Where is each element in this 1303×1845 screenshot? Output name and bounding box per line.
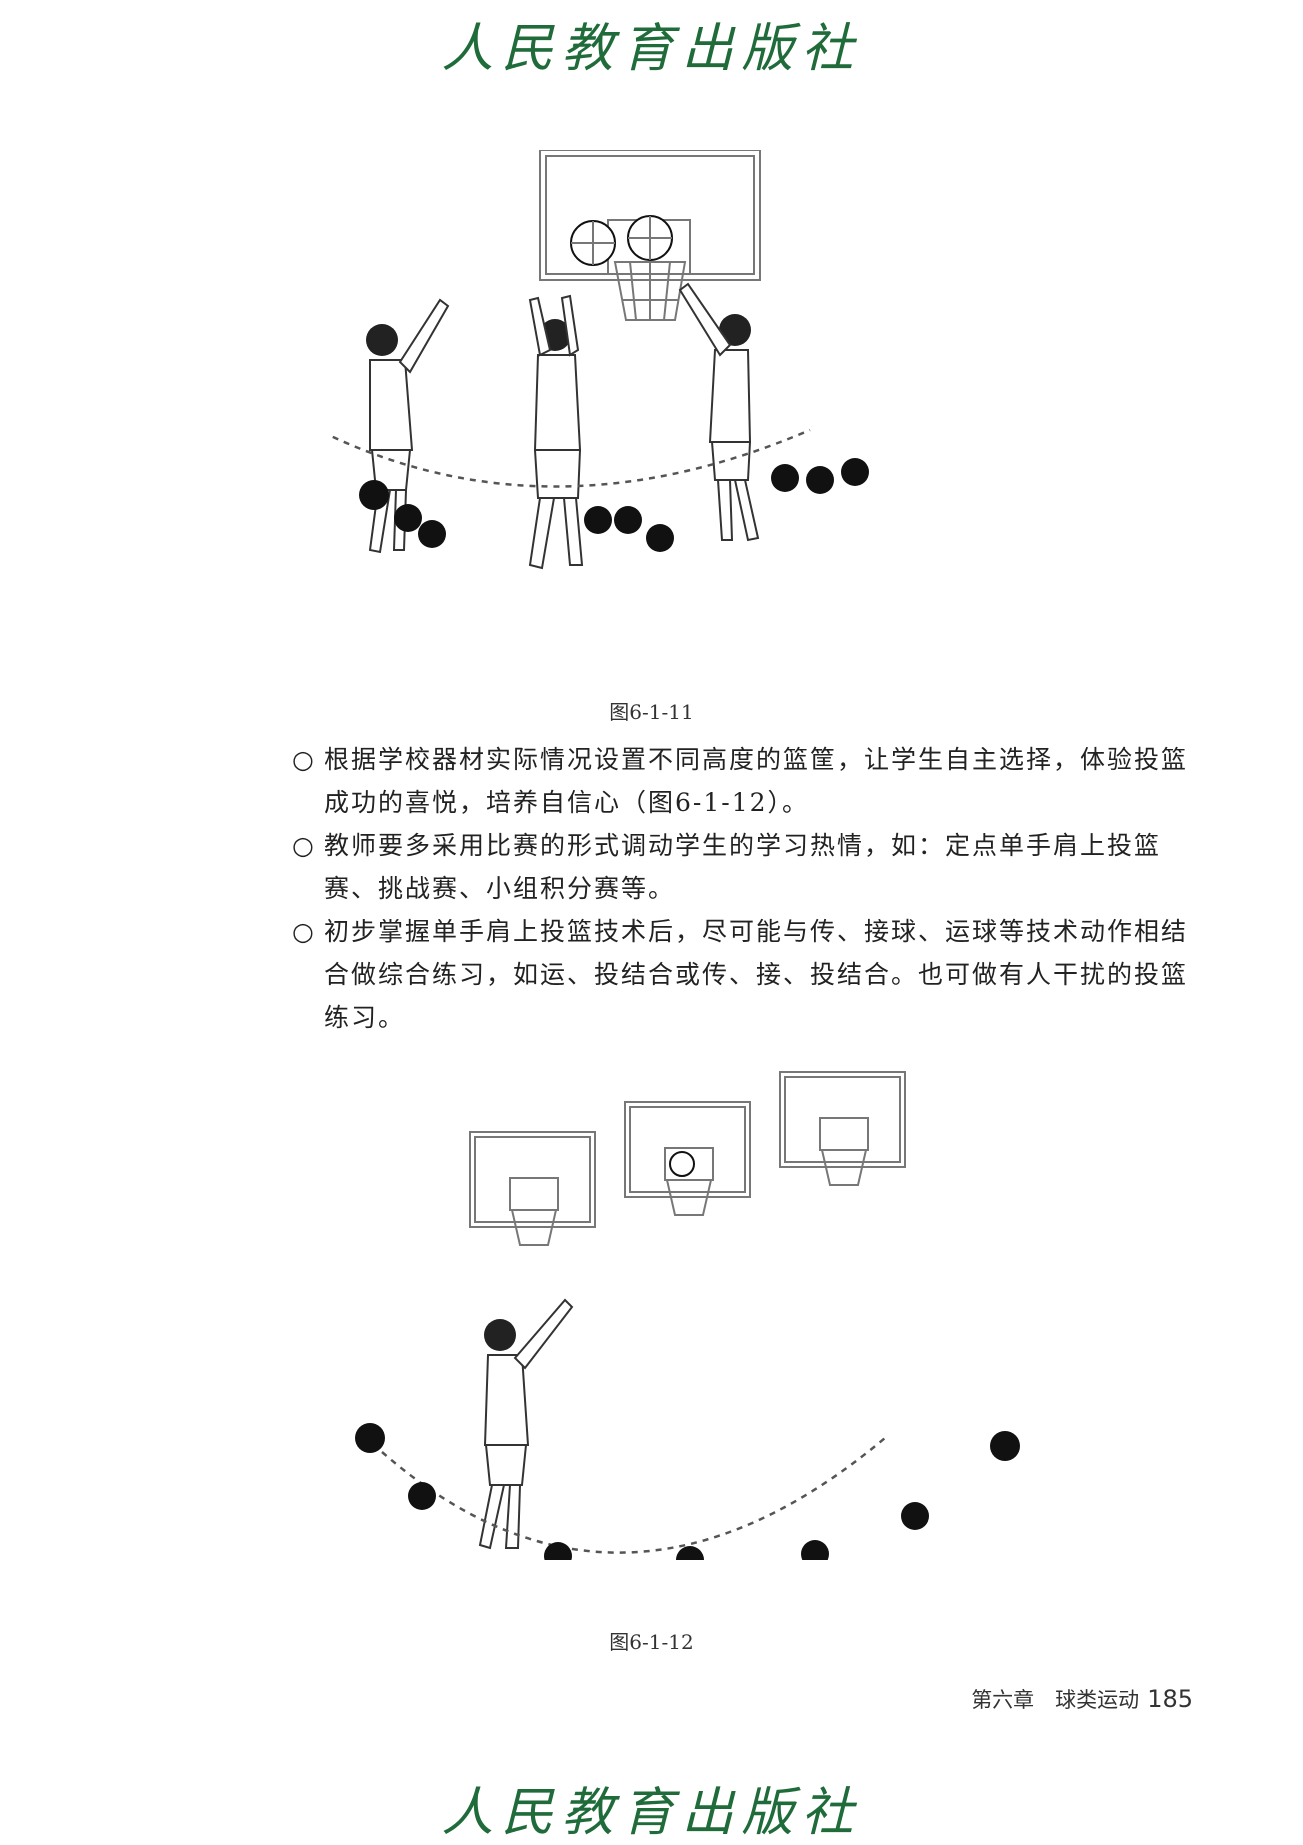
figure-6-1-11-caption: 图6-1-11 — [609, 700, 694, 724]
floor-ball — [801, 1540, 829, 1560]
chapter-title: 第六章 球类运动 — [971, 1688, 1140, 1712]
shooter — [478, 1298, 574, 1550]
bullet-marker: ○ — [292, 917, 316, 946]
bullet-marker: ○ — [292, 745, 316, 774]
page-footer: 第六章 球类运动 185 — [971, 1684, 1193, 1714]
floor-ball — [901, 1502, 929, 1530]
basket-net — [613, 261, 687, 321]
bullet-item: ○ 教师要多采用比赛的形式调动学生的学习热情，如：定点单手肩上投篮赛、挑战赛、小… — [292, 824, 1207, 910]
publisher-watermark-top: 人民教育出版社 — [441, 19, 862, 79]
figure-6-1-11 — [330, 150, 869, 570]
shooting-arc — [330, 428, 811, 488]
floor-ball — [544, 1542, 572, 1560]
page-number: 185 — [1147, 1685, 1193, 1713]
bullet-item: ○ 根据学校器材实际情况设置不同高度的篮筐，让学生自主选择，体验投篮成功的喜悦，… — [292, 738, 1207, 824]
shooter-center — [528, 294, 584, 570]
bullet-text: 根据学校器材实际情况设置不同高度的篮筐，让学生自主选择，体验投篮成功的喜悦，培养… — [324, 745, 1189, 817]
backboard-low — [469, 1131, 596, 1246]
floor-ball — [359, 480, 389, 510]
floor-ball — [408, 1482, 436, 1510]
shooter-left — [366, 298, 450, 554]
bullet-text: 教师要多采用比赛的形式调动学生的学习热情，如：定点单手肩上投篮赛、挑战赛、小组积… — [324, 831, 1162, 903]
figure-6-1-12-caption: 图6-1-12 — [609, 1630, 694, 1654]
floor-ball — [806, 466, 834, 494]
floor-ball — [676, 1546, 704, 1560]
floor-ball — [646, 524, 674, 552]
bullet-marker: ○ — [292, 831, 316, 860]
floor-ball — [614, 506, 642, 534]
floor-ball — [771, 464, 799, 492]
bullet-text: 初步掌握单手肩上投篮技术后，尽可能与传、接球、运球等技术动作相结合做综合练习，如… — [324, 917, 1189, 1032]
bullet-item: ○ 初步掌握单手肩上投篮技术后，尽可能与传、接球、运球等技术动作相结合做综合练习… — [292, 910, 1207, 1039]
floor-ball — [394, 504, 422, 532]
floor-ball — [841, 458, 869, 486]
bullet-list: ○ 根据学校器材实际情况设置不同高度的篮筐，让学生自主选择，体验投篮成功的喜悦，… — [292, 738, 1207, 1039]
publisher-watermark-bottom: 人民教育出版社 — [441, 1783, 862, 1843]
floor-ball — [418, 520, 446, 548]
backboard-mid — [624, 1101, 751, 1216]
backboard-high — [779, 1071, 906, 1186]
floor-ball — [355, 1423, 385, 1453]
floor-ball — [584, 506, 612, 534]
shooting-arc — [381, 1437, 886, 1554]
floor-ball — [990, 1431, 1020, 1461]
figure-6-1-12 — [355, 1071, 1020, 1560]
shooter-right — [678, 282, 760, 542]
